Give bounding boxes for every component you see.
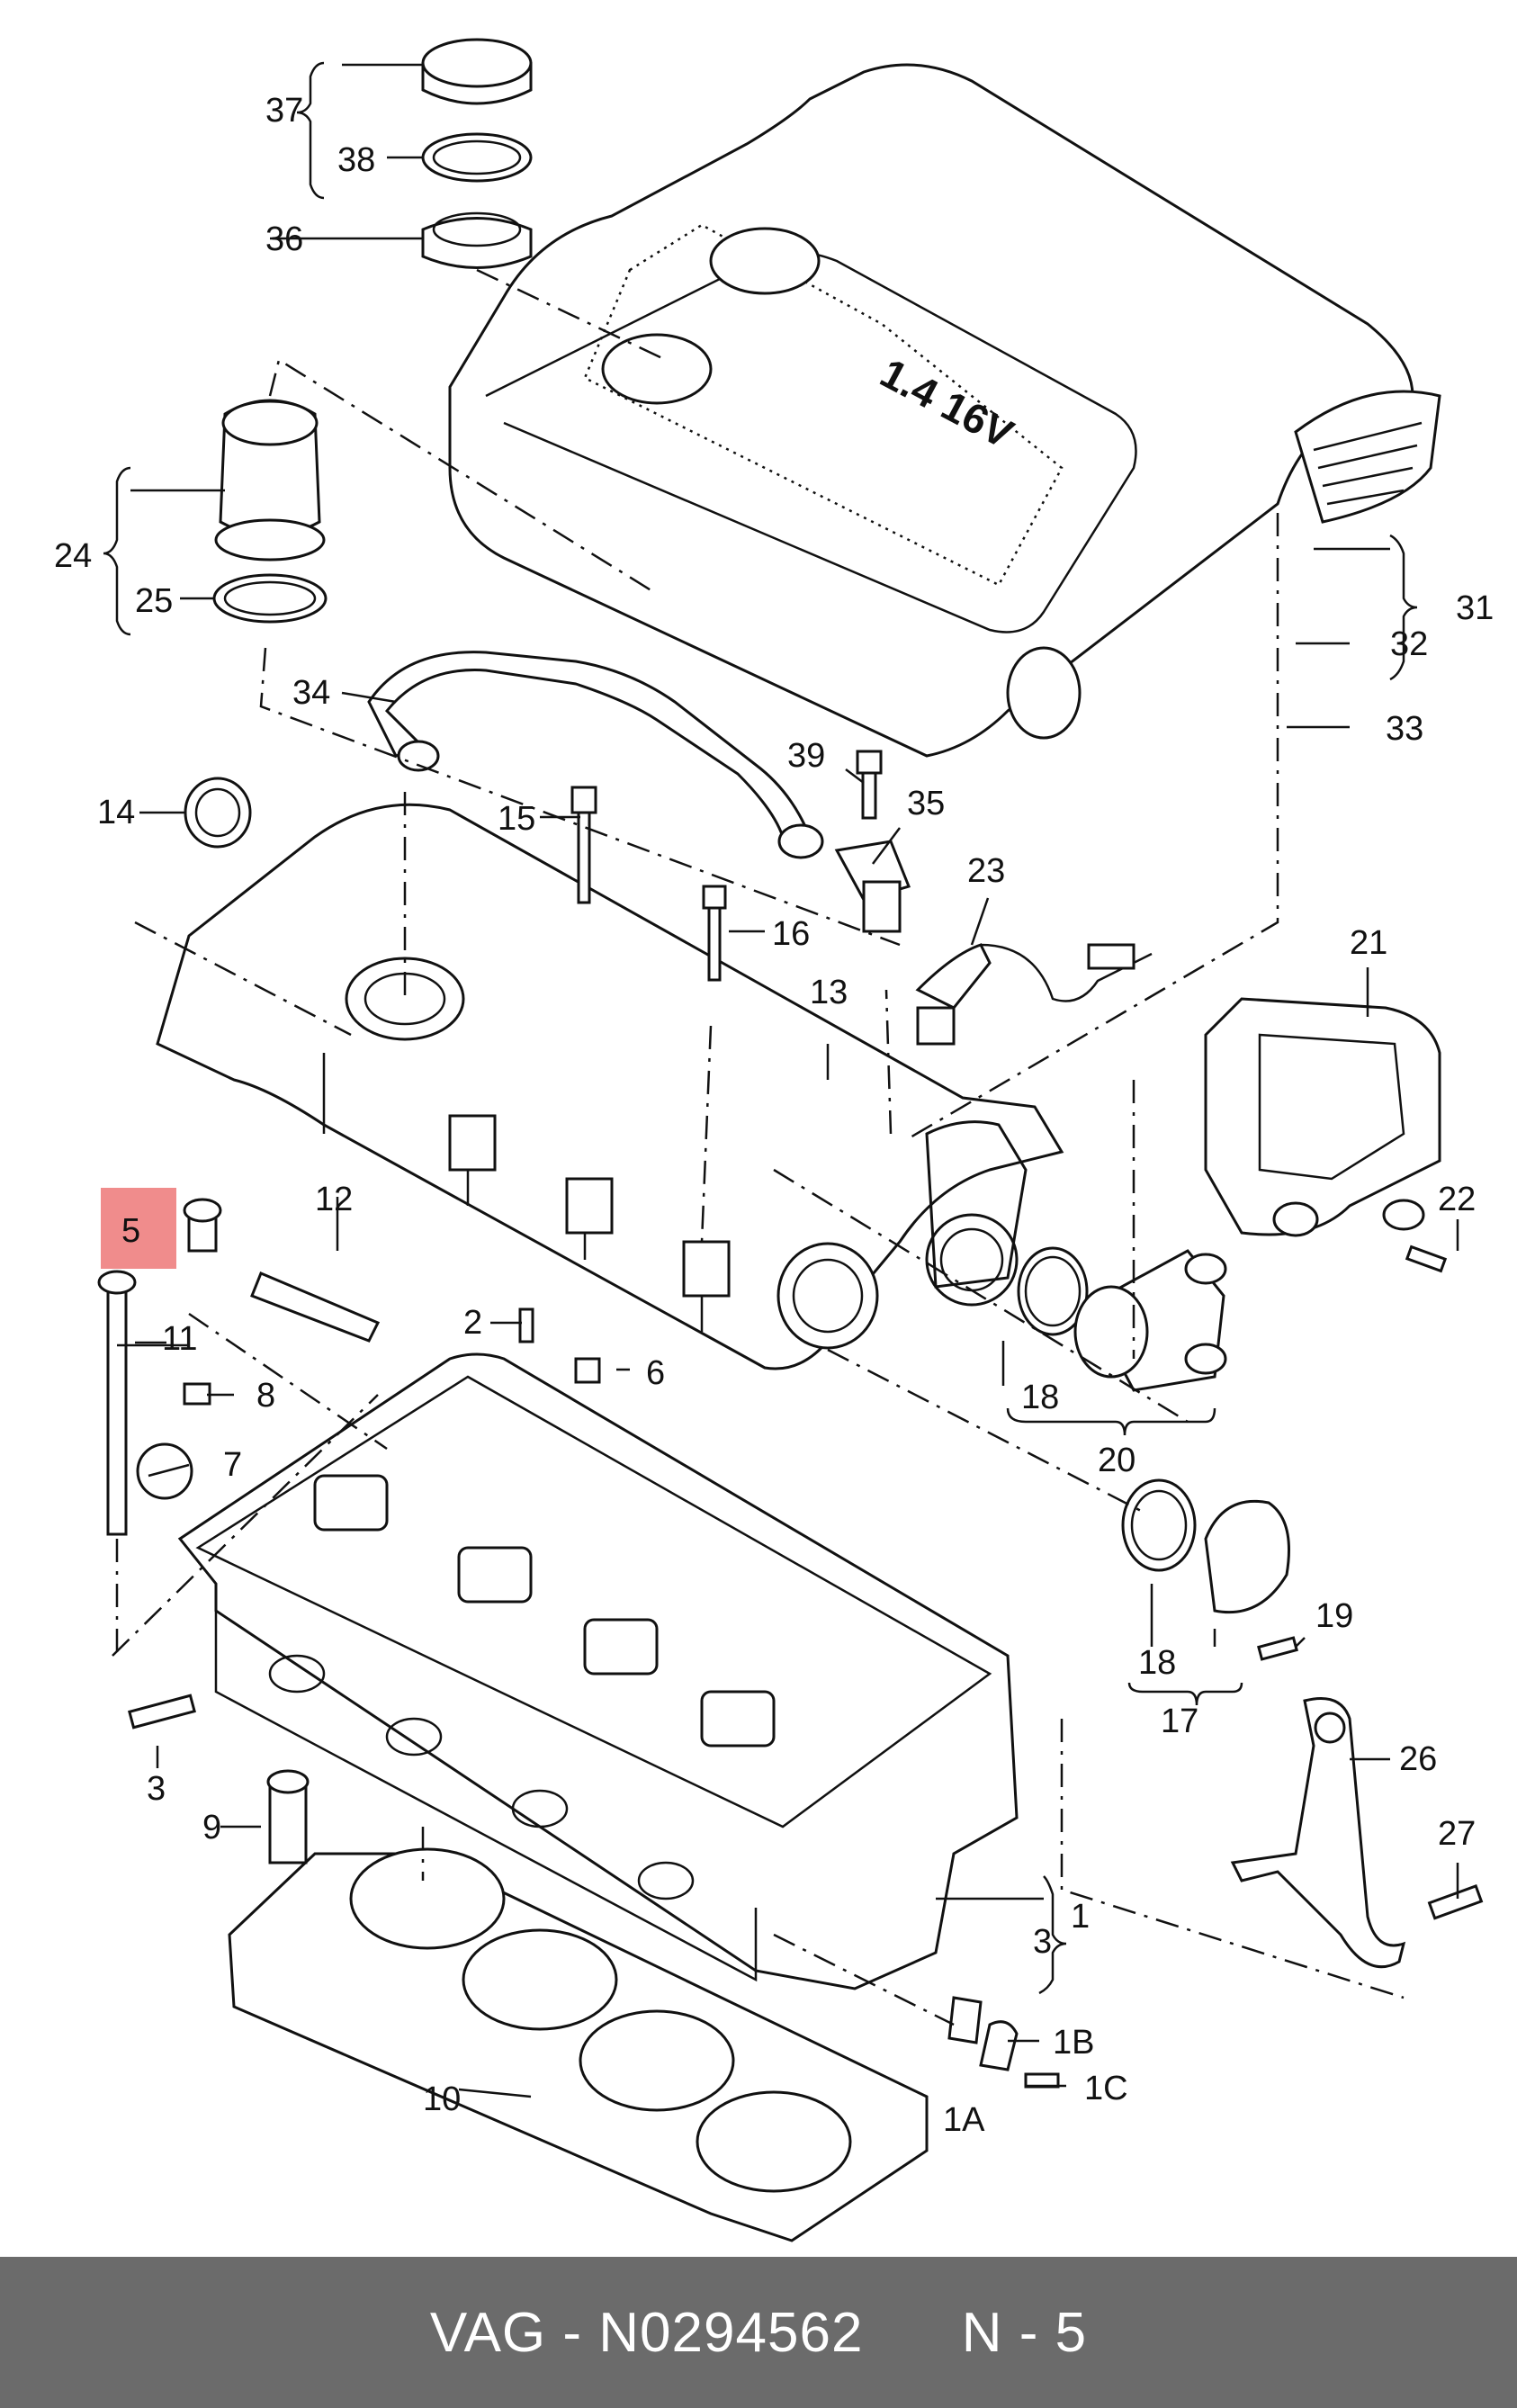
filler-neck [212, 399, 328, 624]
label-36: 36 [265, 220, 303, 258]
label-18b: 18 [1138, 1644, 1176, 1682]
label-25: 25 [135, 582, 173, 620]
label-32: 32 [1390, 625, 1428, 663]
label-21: 21 [1350, 924, 1387, 962]
label-39: 39 [787, 737, 825, 775]
breather-hose [367, 651, 824, 859]
label-1B: 1B [1053, 2024, 1094, 2062]
label-2: 2 [463, 1304, 482, 1342]
label-34: 34 [292, 674, 330, 712]
label-31: 31 [1456, 589, 1494, 627]
label-14: 14 [97, 794, 135, 831]
head-gasket [228, 1847, 929, 2242]
flange-17 [1121, 1478, 1298, 1661]
coolant-flange-20 [1017, 1246, 1227, 1392]
label-5: 5 [121, 1212, 140, 1250]
label-3b: 3 [1033, 1923, 1052, 1961]
label-1: 1 [1071, 1898, 1090, 1936]
label-37: 37 [265, 92, 303, 130]
label-22: 22 [1438, 1181, 1476, 1218]
footer-gap [863, 2301, 961, 2365]
label-27: 27 [1438, 1815, 1476, 1853]
label-6: 6 [646, 1354, 665, 1392]
label-26: 26 [1399, 1740, 1437, 1778]
exploded-parts-diagram: 1.4 16V [54, 38, 1494, 2242]
label-9: 9 [202, 1809, 221, 1846]
label-3a: 3 [147, 1770, 166, 1808]
highlight-part-5 [101, 1188, 176, 1269]
footer-brand: VAG [429, 2301, 547, 2364]
label-15: 15 [498, 800, 535, 838]
label-24: 24 [54, 537, 92, 575]
label-33: 33 [1386, 710, 1423, 748]
cylinder-head-cover [156, 803, 1064, 1370]
label-18a: 18 [1021, 1379, 1059, 1416]
engine-cover: 1.4 16V [448, 63, 1441, 758]
oil-filler-cap [421, 38, 533, 269]
cylinder-head [177, 1352, 1019, 1990]
label-12: 12 [315, 1181, 353, 1218]
label-7: 7 [223, 1446, 242, 1484]
bracket-26 [1230, 1697, 1484, 1969]
label-10: 10 [423, 2080, 461, 2118]
leader-lines [103, 61, 1459, 2098]
footer-part-number: N0294562 [598, 2301, 864, 2364]
bolts-cover [570, 750, 883, 982]
flange-housing-21 [1204, 997, 1448, 1273]
part-number-footer: VAG - N0294562 N - 5 [0, 2257, 1517, 2408]
label-8: 8 [256, 1377, 275, 1415]
part-labels: 37 38 36 24 25 34 14 15 39 35 23 16 13 2… [54, 92, 1494, 2139]
small-parts [97, 1198, 1060, 2089]
assembly-lines [112, 268, 1405, 2026]
label-17: 17 [1161, 1703, 1198, 1740]
footer-separator: - [546, 2301, 599, 2364]
label-1A: 1A [943, 2101, 985, 2139]
label-11: 11 [162, 1320, 197, 1358]
label-38: 38 [337, 141, 375, 179]
label-23: 23 [967, 852, 1005, 890]
camshaft-sensor [834, 840, 1153, 1046]
label-35: 35 [907, 785, 945, 822]
label-20: 20 [1098, 1442, 1136, 1479]
footer-position-label: N - 5 [961, 2301, 1088, 2364]
label-16: 16 [772, 915, 810, 953]
label-13: 13 [810, 974, 848, 1011]
label-1C: 1C [1084, 2070, 1128, 2107]
label-19: 19 [1315, 1597, 1353, 1635]
